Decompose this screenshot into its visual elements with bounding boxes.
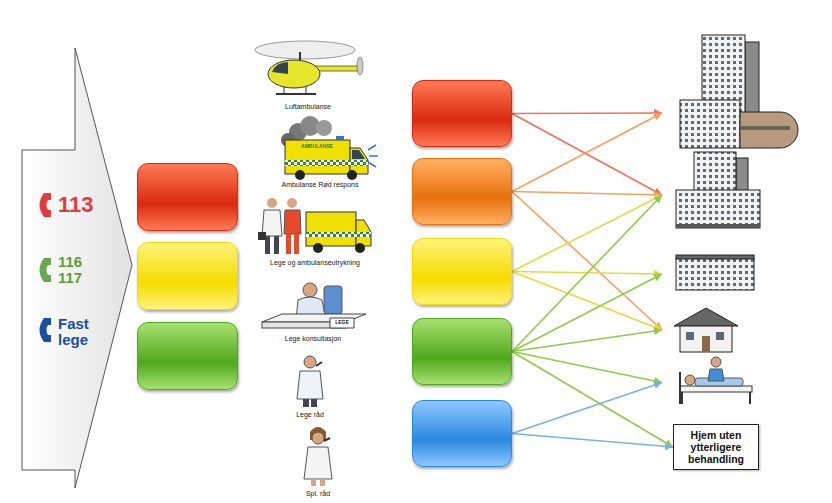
flow-arrow <box>512 192 662 196</box>
phone-number: 116 117 <box>58 254 90 286</box>
doctor-and-ambulance <box>258 198 371 254</box>
flow-arrow <box>512 272 662 331</box>
triage-box <box>412 318 512 385</box>
outcome-box: Hjem uten ytterligere behandling <box>673 424 759 470</box>
caption: Spl. råd <box>306 490 330 498</box>
priority-box <box>137 242 238 310</box>
phone-icon <box>40 258 52 282</box>
flow-arrow <box>512 383 662 434</box>
caption: Luftambulanse <box>285 103 331 111</box>
flow-arrow <box>512 330 662 352</box>
doctor-on-phone <box>297 356 323 407</box>
triage-box <box>412 400 512 467</box>
destination-bed <box>662 360 754 405</box>
patient-bed <box>680 357 752 404</box>
destination-hospital <box>662 90 760 136</box>
flow-arrow <box>512 434 673 448</box>
caption: Ambulanse Rød respons <box>281 181 358 189</box>
priority-box <box>137 322 238 390</box>
ambulance <box>281 116 378 180</box>
destination-building <box>662 255 754 293</box>
flow-arrow <box>512 192 662 331</box>
node-text: Hjem uten ytterligere behandling <box>678 429 754 465</box>
triage-box <box>412 238 512 305</box>
phone-number: Fast lege <box>58 316 100 348</box>
triage-box <box>412 158 512 225</box>
house <box>674 308 738 352</box>
intake-arrow <box>22 48 132 488</box>
caption: Lege og ambulanseutrykning <box>270 259 360 267</box>
doctor-at-desk <box>262 283 366 328</box>
caption: AMBULANSE <box>301 144 333 150</box>
flow-arrow <box>512 112 662 114</box>
destination-hospital <box>662 165 758 225</box>
helicopter <box>255 41 363 94</box>
nurse-on-phone <box>304 427 332 486</box>
flow-arrow <box>512 195 662 272</box>
hospital-large <box>680 35 798 148</box>
phone-number: 113 <box>58 193 94 217</box>
caption: LEGE <box>335 320 349 326</box>
caption: Lege råd <box>296 411 324 419</box>
flow-arrow <box>512 195 662 352</box>
phone-icon <box>40 193 52 217</box>
hospital-medium <box>676 152 760 228</box>
flow-arrow <box>512 274 662 352</box>
destination-house <box>662 305 738 355</box>
flow-arrow <box>512 114 662 196</box>
priority-box <box>137 163 238 231</box>
caption: Lege konsultasjon <box>285 335 341 343</box>
building-small <box>676 255 754 290</box>
phone-icon <box>40 318 52 342</box>
flow-arrow <box>512 352 662 383</box>
triage-box <box>412 80 512 147</box>
flow-arrow <box>512 352 673 448</box>
flow-arrow <box>512 113 662 192</box>
